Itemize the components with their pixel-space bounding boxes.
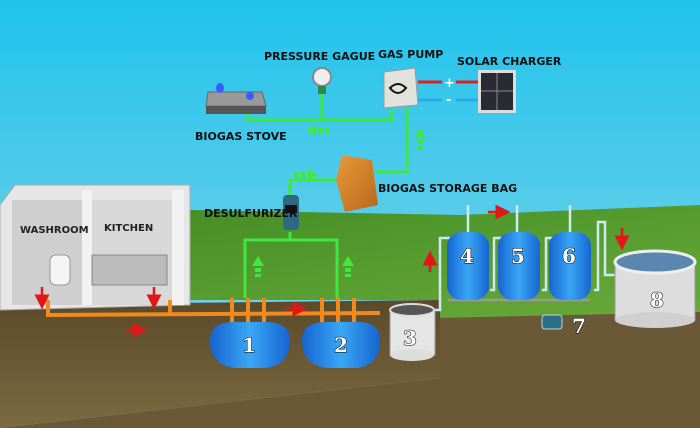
solar-panel	[478, 70, 516, 113]
kitchen-counter-icon	[91, 254, 168, 286]
settling-tank-3: 3	[389, 303, 436, 361]
tank-number-4: 4	[460, 244, 474, 268]
pressure-gauge-label: PRESSURE GAGUE	[264, 50, 375, 63]
storage-bag-label: BIOGAS STORAGE BAG	[378, 182, 517, 195]
filter-tank-4: 4	[447, 232, 489, 300]
biogas-stove-label: BIOGAS STOVE	[195, 130, 287, 143]
kitchen-label: KITCHEN	[104, 223, 153, 234]
storage-tank-8: 8	[613, 249, 697, 328]
biogas-stove	[205, 83, 267, 114]
filter-tank-5: 5	[498, 232, 540, 300]
tank-number-7: 7	[572, 314, 586, 338]
filter-tank-6: 6	[549, 232, 591, 300]
washroom-label: WASHROOM	[20, 225, 89, 236]
gas-pipes	[243, 92, 409, 298]
gas-flow-arrows	[252, 124, 426, 277]
desulfurizer	[283, 195, 299, 230]
tank-number-2: 2	[334, 333, 348, 357]
tank-number-1: 1	[242, 333, 256, 357]
tank-number-5: 5	[511, 244, 525, 268]
soil-right	[0, 312, 700, 428]
tank-number-3: 3	[403, 326, 417, 350]
minus-sign: -	[446, 93, 451, 108]
solar-charger-label: SOLAR CHARGER	[457, 55, 562, 68]
tank-number-8: 8	[650, 288, 664, 312]
digester-tank-2: 2	[302, 322, 380, 368]
gas-pump-label: GAS PUMP	[378, 48, 443, 61]
desulfurizer-label: DESULFURIZER	[204, 207, 298, 220]
building: WASHROOM KITCHEN	[0, 184, 191, 311]
gas-pump	[383, 67, 419, 109]
tank-number-6: 6	[562, 244, 576, 268]
power-wires	[418, 80, 478, 102]
water-flow-arrows	[34, 204, 630, 338]
digester-tank-1: 1	[210, 322, 290, 368]
pressure-gauge	[312, 67, 332, 94]
biogas-storage-bag	[336, 155, 378, 212]
toilet-icon	[49, 254, 71, 286]
plus-sign: +	[444, 76, 455, 91]
water-pump-7: 7	[541, 314, 586, 339]
